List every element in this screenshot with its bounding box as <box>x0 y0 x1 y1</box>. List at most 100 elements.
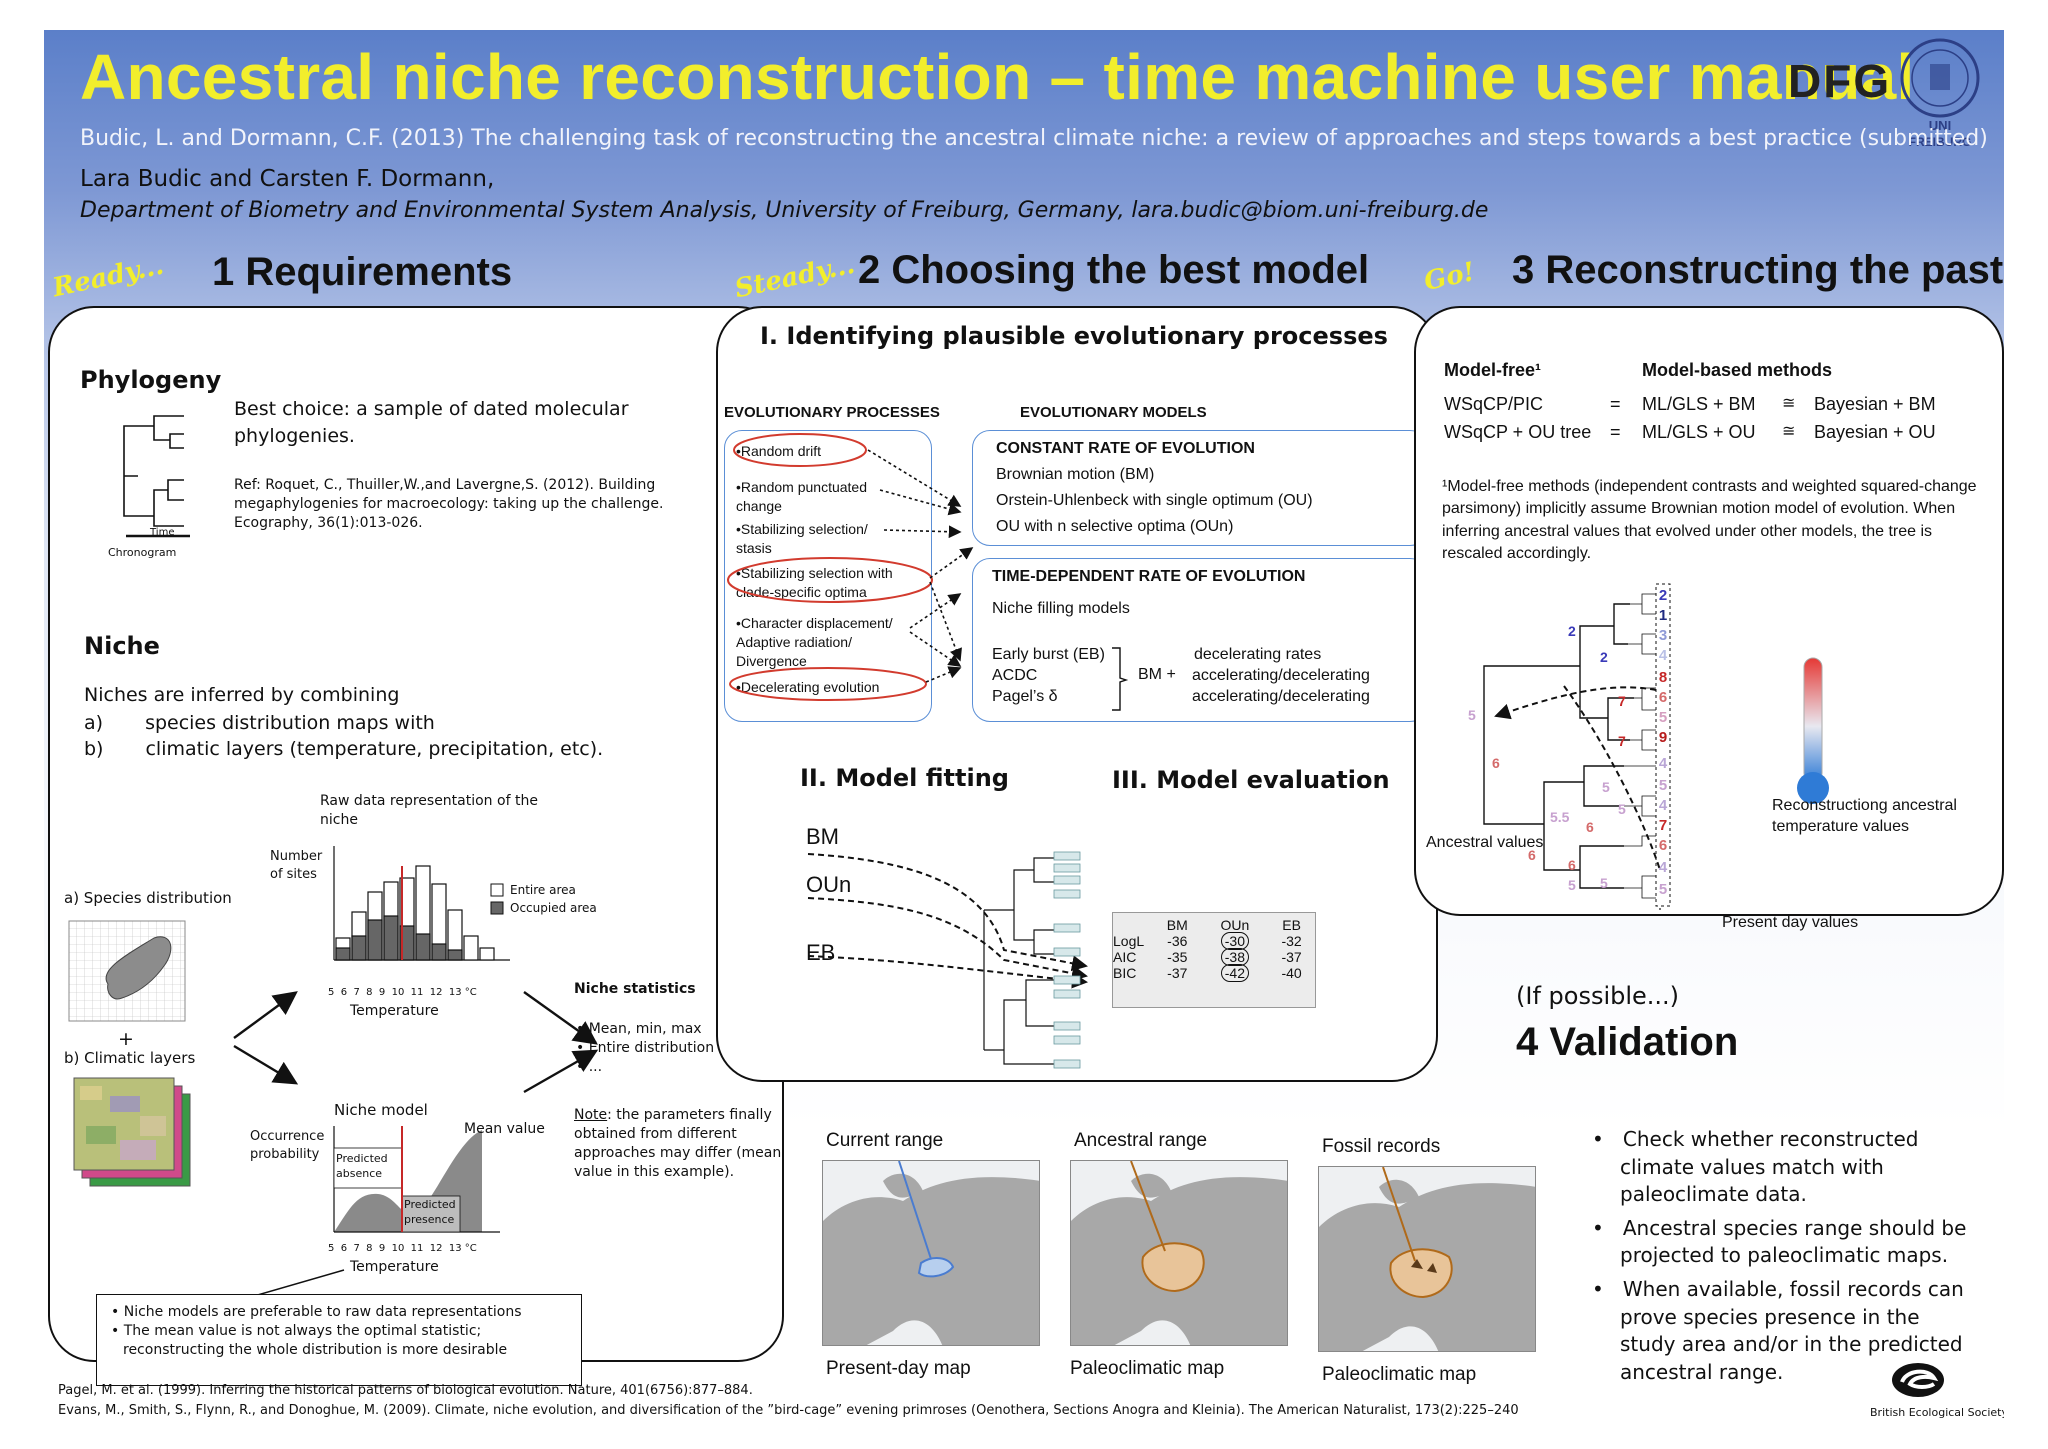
model-based-label: Model-based methods <box>1642 360 1833 380</box>
note-text: Note: the parameters finally obtained fr… <box>574 1107 782 1180</box>
fit-label-bm: BM <box>806 824 839 849</box>
niche-stats-title: Niche statistics <box>574 981 696 997</box>
present-values-label: Present day values <box>1722 914 1859 931</box>
callout-item: • The mean value is not always the optim… <box>111 1322 508 1358</box>
section3-title: 3 Reconstructing the past <box>1512 248 2004 292</box>
model-oun: OU with n selective optima (OUn) <box>996 518 1234 535</box>
occurrence-probability-label: Occurrence probability <box>250 1129 325 1162</box>
freiburg-logo-uni: UNI <box>1929 118 1951 133</box>
chronogram-label: Chronogram <box>108 546 177 559</box>
validation-bullet: • Ancestral species range should be proj… <box>1592 1215 1967 1268</box>
dfg-logo: DFG <box>1788 55 1892 107</box>
climatic-layers-map <box>73 1077 191 1187</box>
eval-row-bic: BIC-37 -42 -40 <box>1113 964 1302 982</box>
mean-value-label: Mean value <box>464 1121 545 1137</box>
niche-stat-item: • ... <box>576 1058 603 1075</box>
time-dependent-title: TIME-DEPENDENT RATE OF EVOLUTION <box>992 568 1306 585</box>
node-value: 7 <box>1618 693 1626 709</box>
model-free-footnote: ¹Model-free methods (independent contras… <box>1442 478 1977 563</box>
chronogram-icon <box>123 415 190 538</box>
eval-header-row: BM OUn EB <box>1166 917 1301 933</box>
map-caption-current: Present-day map <box>826 1358 971 1379</box>
niche-title: Niche <box>84 632 160 660</box>
tip-value: 5 <box>1659 777 1667 794</box>
node-value: 5 <box>1618 801 1626 817</box>
map-caption-fossil: Paleoclimatic map <box>1322 1364 1477 1385</box>
ancestral-values-label: Ancestral values <box>1426 834 1544 851</box>
current-range-map <box>822 1160 1040 1346</box>
poster: Ancestral niche reconstruction – time ma… <box>44 30 2004 1422</box>
node-value: 6 <box>1492 755 1500 771</box>
temperature-label-model: Temperature <box>350 1259 439 1275</box>
climatic-layers-label: b) Climatic layers <box>64 1049 196 1067</box>
fit-label-oun: OUn <box>806 872 852 897</box>
tip-value: 4 <box>1659 647 1668 664</box>
process-model-arrows <box>727 433 974 701</box>
constant-rate-title: CONSTANT RATE OF EVOLUTION <box>996 440 1255 457</box>
niche-stat-item: • Mean, min, max <box>576 1021 702 1037</box>
node-value: 2 <box>1568 623 1576 639</box>
tip-value: 1 <box>1659 607 1667 624</box>
process-random-drift: •Random drift <box>736 443 822 459</box>
tip-value: 4 <box>1659 797 1668 814</box>
species-distribution-map <box>68 920 186 1022</box>
bes-logo-icon <box>1892 1363 1944 1397</box>
tip-value: 5 <box>1659 881 1667 898</box>
process-decelerating: •Decelerating evolution <box>736 679 880 695</box>
number-of-sites-label: Number of sites <box>270 849 323 882</box>
node-value: 7 <box>1618 733 1626 749</box>
raw-data-histogram <box>333 846 510 961</box>
raw-data-legend-swatches <box>490 883 504 915</box>
section1-tag: Ready... <box>50 250 167 304</box>
authors: Lara Budic and Carsten F. Dormann, <box>80 166 495 192</box>
university-seal-icon: UNI FREIBURG <box>1900 38 1980 149</box>
tip-value: 6 <box>1659 689 1667 706</box>
bm-plus: BM + <box>1138 666 1176 683</box>
niche-item-a: a)species distribution maps with <box>84 712 435 734</box>
tip-value: 9 <box>1659 729 1667 746</box>
node-value: 5 <box>1468 707 1476 723</box>
model-bm: Brownian motion (BM) <box>996 466 1155 483</box>
col-processes: EVOLUTIONARY PROCESSES <box>724 404 940 421</box>
phylogeny-text: Best choice: a sample of dated molecular… <box>234 398 629 447</box>
tip-value: 5 <box>1659 709 1667 726</box>
niche-model-title: Niche model <box>334 1101 428 1119</box>
phylogeny-title: Phylogeny <box>80 366 222 394</box>
eval-row-logl: LogL-36 -30 -32 <box>1113 932 1302 950</box>
model-fitting-diagram <box>807 851 1088 1069</box>
tip-value: 3 <box>1659 627 1667 644</box>
fossil-records-map <box>1318 1166 1536 1352</box>
node-value: 5 <box>1602 779 1610 795</box>
validation-pre: (If possible...) <box>1516 982 1680 1010</box>
model-ou: Orstein-Uhlenbeck with single optimum (O… <box>996 492 1313 509</box>
validation-bullet: • When available, fossil records can pro… <box>1592 1276 1964 1384</box>
section3-tag: Go! <box>1421 257 1478 297</box>
temp-ticks-model: 5 6 7 8 9 10 11 12 13 °C <box>328 1243 477 1254</box>
fit-label-eb: EB <box>806 940 836 965</box>
callout-item: • Niche models are preferable to raw dat… <box>111 1304 522 1320</box>
niche-filling: Niche filling models <box>992 600 1130 617</box>
tip-value: 6 <box>1659 837 1667 854</box>
evaluation-table: BM OUn EB LogL-36 -30 -32 AIC-35 -38 -37… <box>1112 912 1316 1008</box>
node-value: 6 <box>1528 847 1536 863</box>
niche-stat-item: • Entire distribution <box>576 1039 715 1056</box>
brace <box>1112 647 1129 711</box>
raw-data-title: Raw data representation of the niche <box>320 793 538 828</box>
predicted-presence-label: Predicted presence <box>404 1198 456 1226</box>
node-value: 2 <box>1600 649 1608 665</box>
time-label: Time <box>150 527 175 538</box>
map-title-ancestral: Ancestral range <box>1074 1130 1208 1151</box>
eval-row-aic: AIC-35 -38 -37 <box>1113 948 1302 966</box>
reconstructing-panel <box>1414 306 2004 916</box>
footer-ref-pagel: Pagel, M. et al. (1999). Inferring the h… <box>58 1383 753 1398</box>
col-models: EVOLUTIONARY MODELS <box>1020 404 1207 421</box>
plus-sign: + <box>118 1028 134 1050</box>
tip-value: 2 <box>1659 587 1667 604</box>
node-value: 6 <box>1586 819 1594 835</box>
callout-box: • Niche models are preferable to raw dat… <box>96 1294 582 1386</box>
